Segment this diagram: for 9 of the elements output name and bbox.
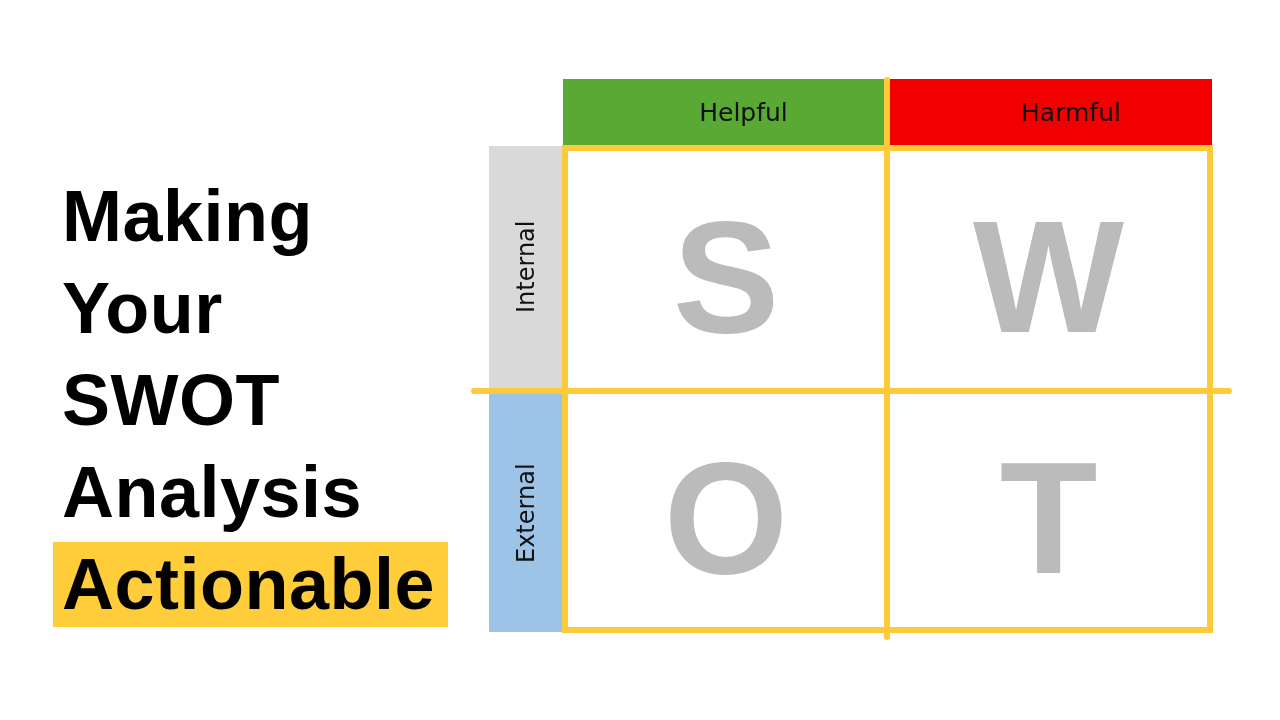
- quadrant-letter: W: [973, 196, 1124, 357]
- title: Making Your SWOT Analysis Actionable: [53, 170, 449, 634]
- column-header: Harmful: [890, 79, 1212, 145]
- row-header: External: [489, 394, 562, 632]
- quadrant-letter: T: [999, 437, 1098, 598]
- quadrant-letter: S: [672, 196, 780, 357]
- column-header: Helpful: [563, 79, 884, 145]
- row-header: Internal: [489, 146, 562, 388]
- quadrant-letter: O: [663, 437, 789, 598]
